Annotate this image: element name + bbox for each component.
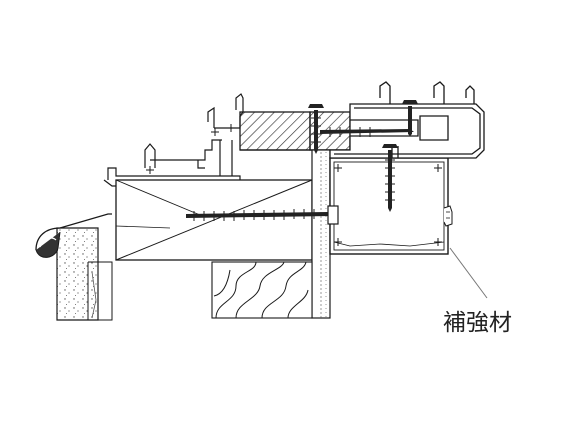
callout-label: 補強材 [443, 310, 512, 336]
frame-plus-marks [146, 124, 235, 174]
vertical-screw-left [308, 104, 324, 154]
top-rail-profile [329, 81, 485, 159]
exterior-wall-panel [56, 227, 113, 321]
window-frame-profile [103, 93, 244, 187]
horizontal-screw-top [320, 100, 418, 137]
insulation [211, 261, 313, 319]
cap-flashing [35, 213, 112, 258]
horizontal-screw [186, 205, 339, 225]
vertical-screw-center [382, 144, 398, 212]
callout-leader-line [449, 247, 488, 299]
vertical-stud [311, 149, 331, 319]
